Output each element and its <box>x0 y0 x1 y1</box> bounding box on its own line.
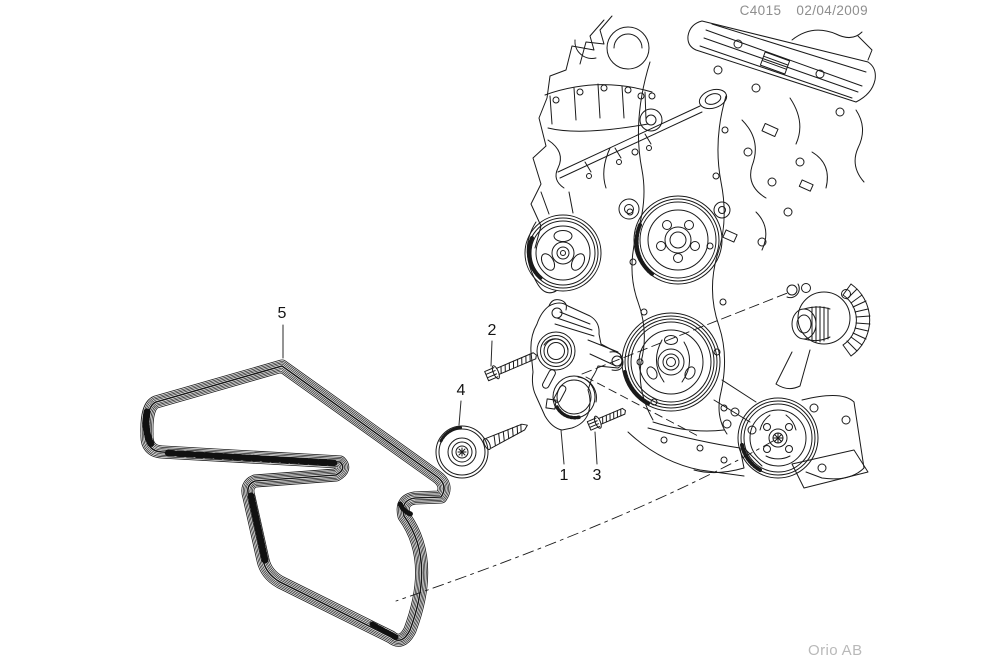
leader-line-2 <box>490 340 493 367</box>
leader-line-4 <box>458 400 462 426</box>
leader-line-1 <box>560 429 565 465</box>
ac-compressor-pulley <box>737 395 869 489</box>
alternator <box>775 283 871 390</box>
engine-assembly <box>524 15 876 489</box>
callout-label-2: 2 <box>487 322 497 339</box>
callout-label-3: 3 <box>592 467 602 484</box>
idler-pulley <box>435 423 528 479</box>
dashed-line-belt-to-compressor <box>395 440 774 602</box>
idler-pulley-bolt <box>483 423 528 451</box>
upper-drive-pulley <box>633 195 723 285</box>
tensioner-bolt-3 <box>586 407 626 431</box>
figure-code: C4015 <box>739 3 782 18</box>
callout-label-4: 4 <box>456 382 466 399</box>
dashed-line-tensioner-lower <box>585 376 701 438</box>
callout-label-5: 5 <box>277 305 287 322</box>
power-steering-pulley <box>524 191 602 294</box>
alignment-dashed-lines <box>395 291 791 602</box>
company-watermark: Orio AB <box>808 642 863 659</box>
leader-line-3 <box>594 431 598 465</box>
callout-label-1: 1 <box>559 467 569 484</box>
belt-tensioner <box>530 299 624 431</box>
dashed-line-tensioner-to-mount <box>581 291 791 375</box>
header: C4015 02/04/2009 <box>740 3 868 18</box>
callout-leader-lines <box>282 324 598 465</box>
crankshaft-pulley <box>621 312 721 412</box>
serpentine-belt <box>140 359 451 647</box>
figure-date: 02/04/2009 <box>796 3 868 18</box>
tensioner-bolt-2 <box>484 352 537 382</box>
